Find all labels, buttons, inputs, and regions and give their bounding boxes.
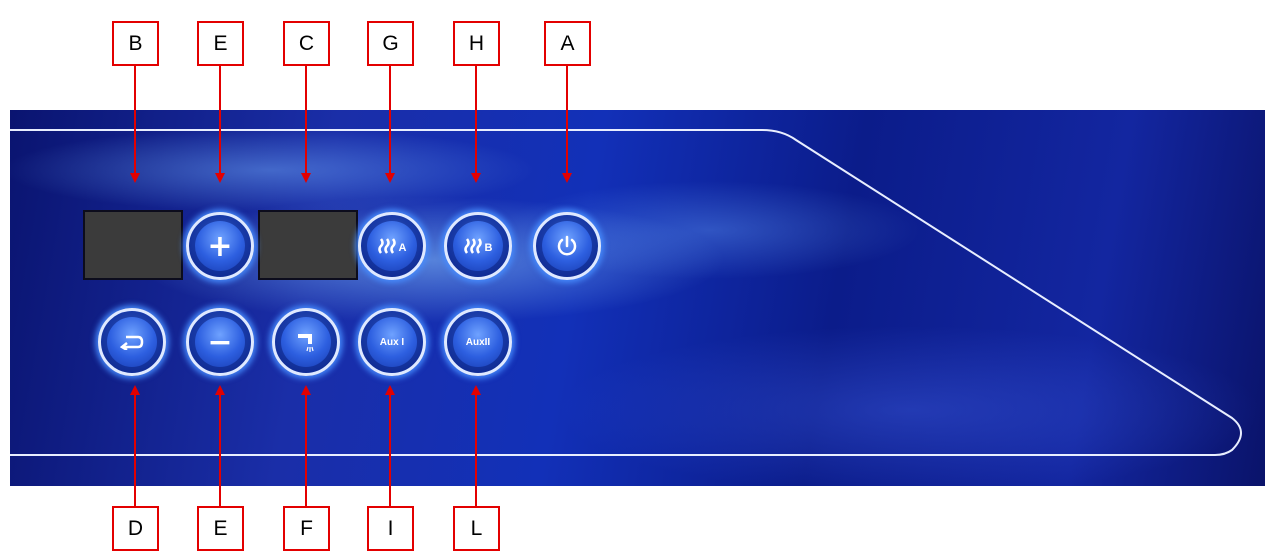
- pump-a-button[interactable]: A: [358, 212, 426, 280]
- plus-icon: +: [207, 228, 233, 264]
- panel-outline: [10, 129, 1242, 456]
- label-a: A: [544, 21, 591, 66]
- label-b: B: [112, 21, 159, 66]
- heat-waves-icon: A: [377, 238, 407, 254]
- pump-b-subscript: B: [484, 242, 493, 254]
- aux1-label: Aux I: [379, 336, 405, 348]
- display-b: [83, 210, 183, 280]
- label-i: I: [367, 506, 414, 551]
- label-e-top: E: [197, 21, 244, 66]
- pump-a-subscript: A: [398, 242, 407, 254]
- minus-icon: −: [207, 324, 233, 360]
- label-h: H: [453, 21, 500, 66]
- control-panel: + A B −: [10, 110, 1265, 486]
- heat-waves-icon: B: [463, 238, 493, 254]
- pump-b-button[interactable]: B: [444, 212, 512, 280]
- label-f: F: [283, 506, 330, 551]
- power-button[interactable]: [533, 212, 601, 280]
- label-d: D: [112, 506, 159, 551]
- minus-button[interactable]: −: [186, 308, 254, 376]
- label-e-bottom: E: [197, 506, 244, 551]
- label-g: G: [367, 21, 414, 66]
- return-arrow-icon: [120, 335, 144, 350]
- label-l: L: [453, 506, 500, 551]
- label-c: C: [283, 21, 330, 66]
- power-icon: [557, 235, 577, 256]
- aux2-label: AuxII: [465, 336, 491, 348]
- aux2-button[interactable]: AuxII: [444, 308, 512, 376]
- aux1-button[interactable]: Aux I: [358, 308, 426, 376]
- display-c: [258, 210, 358, 280]
- plus-button[interactable]: +: [186, 212, 254, 280]
- return-button[interactable]: [98, 308, 166, 376]
- shower-button[interactable]: [272, 308, 340, 376]
- shower-icon: [298, 334, 314, 352]
